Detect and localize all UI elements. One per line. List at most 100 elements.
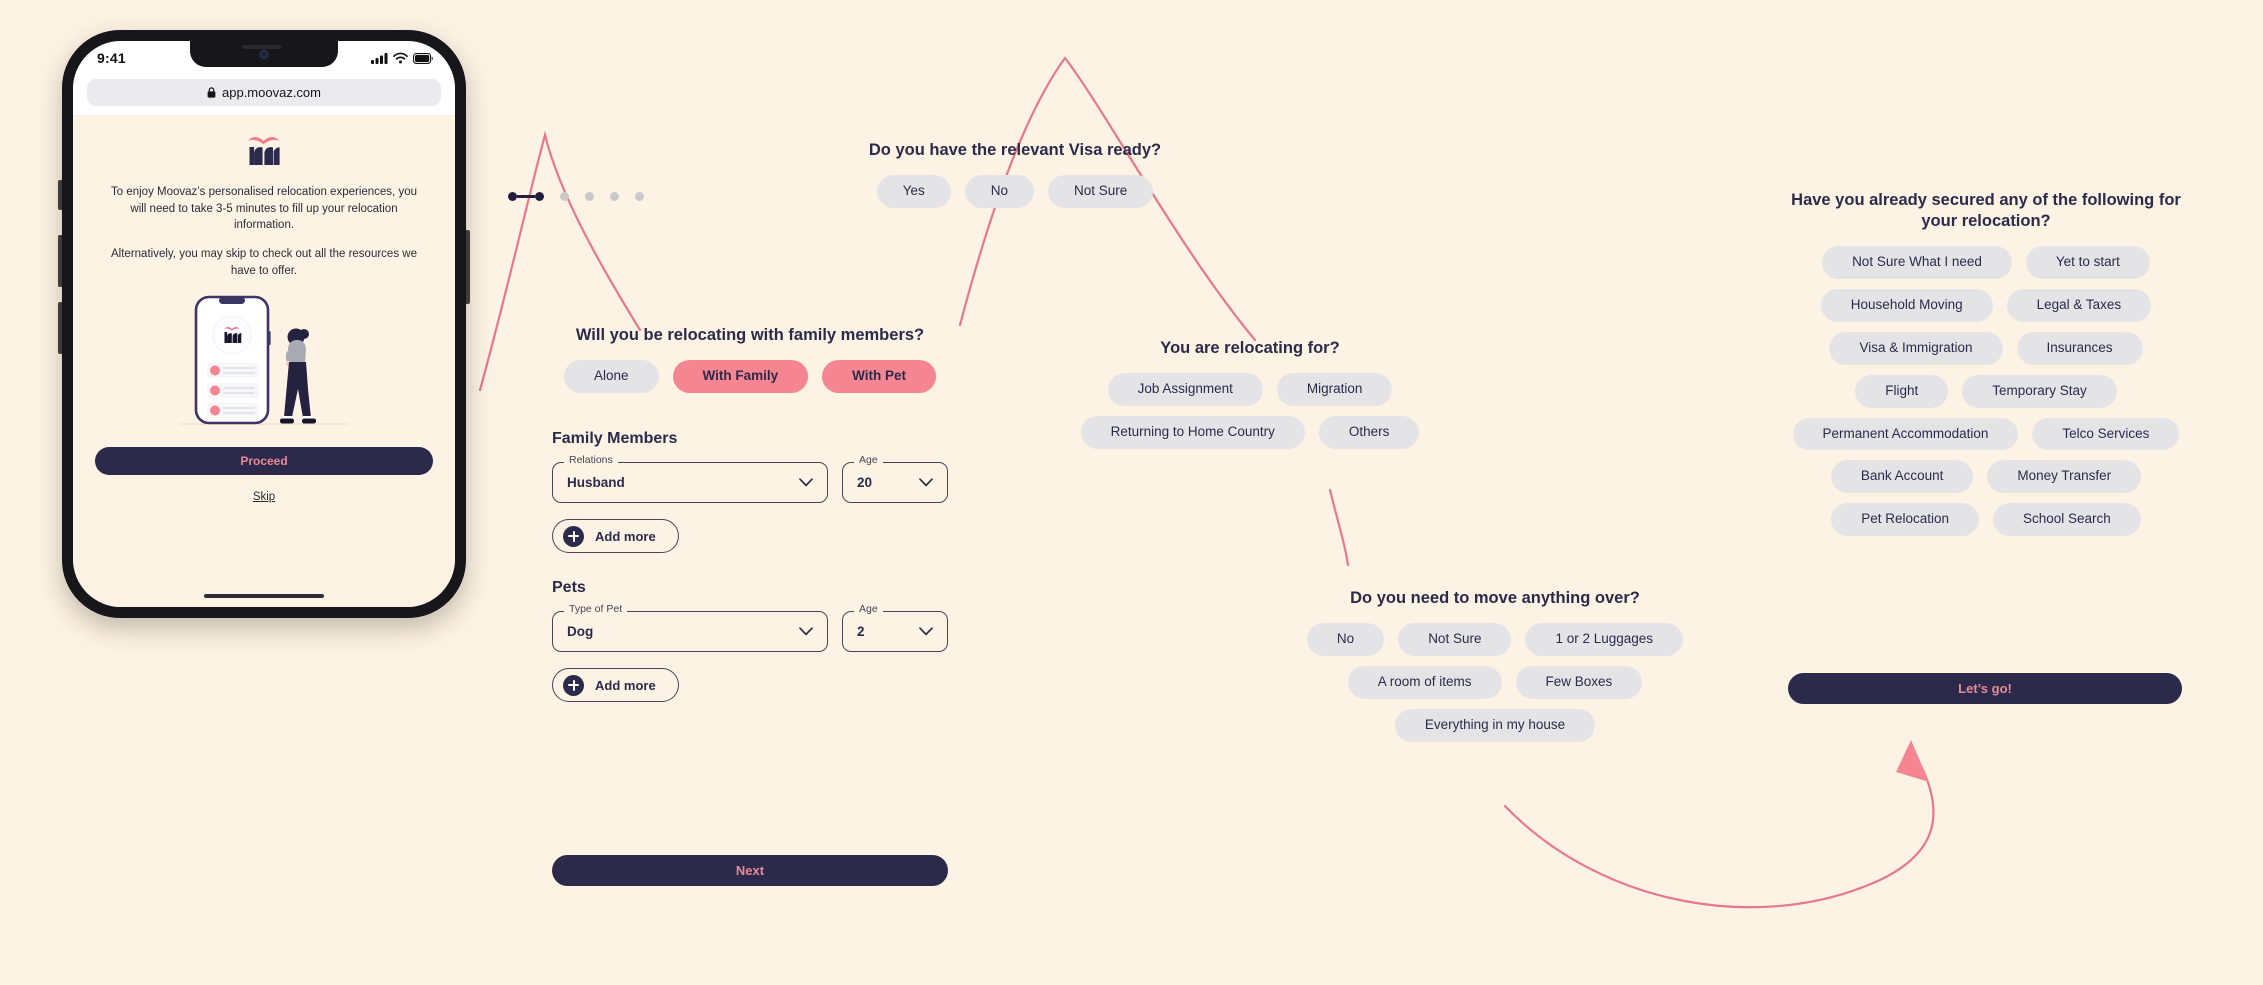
step-dot-3[interactable] [560,192,569,201]
chip-secured-yet-to-start[interactable]: Yet to start [2025,246,2150,280]
status-indicators [371,52,433,64]
chip-secured-bank-account[interactable]: Bank Account [1830,460,1974,494]
intro-paragraph-2: Alternatively, you may skip to check out… [111,248,417,277]
phone-power-button [466,230,470,304]
family-age-value: 20 [857,475,873,490]
step-connector [517,195,535,198]
chip-secured-telco-services[interactable]: Telco Services [2032,417,2180,451]
step-dot-4[interactable] [585,192,594,201]
question-secured-title: Have you already secured any of the foll… [1791,191,2181,231]
earpiece-speaker-icon [242,45,282,49]
pet-row: Type of Pet Dog Age 2 [552,604,948,652]
lets-go-button-container: Let’s go! [1788,673,2182,704]
step-indicator [508,192,644,201]
chevron-down-icon [919,627,933,636]
phone-mockup: 9:41 [58,30,470,620]
chip-move-not-sure[interactable]: Not Sure [1398,623,1512,656]
question-move-title: Do you need to move anything over? [1350,589,1640,607]
chip-purpose-job-assignment[interactable]: Job Assignment [1107,373,1263,406]
question-move-options: No Not Sure 1 or 2 Luggages A room of it… [1300,623,1690,742]
question-secured: Have you already secured any of the foll… [1790,190,2182,537]
chip-secured-permanent-accommodation[interactable]: Permanent Accommodation [1792,417,2019,451]
onboarding-illustration [174,291,354,433]
chip-move-few-boxes[interactable]: Few Boxes [1515,665,1643,699]
chip-visa-no[interactable]: No [964,175,1034,208]
chip-move-luggages[interactable]: 1 or 2 Luggages [1525,623,1684,656]
phone-volume-up-button [58,235,62,287]
phone-page-content: To enjoy Moovaz’s personalised relocatio… [73,115,455,607]
address-bar[interactable]: app.moovaz.com [87,79,441,106]
next-button[interactable]: Next [552,855,948,886]
question-secured-options: Not Sure What I need Yet to start Househ… [1790,246,2182,537]
chip-secured-visa-immigration[interactable]: Visa & Immigration [1829,331,2003,365]
chip-visa-yes[interactable]: Yes [876,175,951,208]
relations-value: Husband [567,475,625,490]
chip-family-with-pet[interactable]: With Pet [822,360,937,393]
family-member-row: Relations Husband Age 20 [552,455,948,503]
step-dot-6[interactable] [635,192,644,201]
chip-secured-school-search[interactable]: School Search [1993,503,2141,537]
question-family: Will you be relocating with family membe… [552,325,948,393]
cellular-bars-icon [371,53,388,64]
chip-purpose-others[interactable]: Others [1318,415,1420,449]
relations-label: Relations [564,455,618,466]
phone-notch [190,41,338,67]
chip-move-no[interactable]: No [1306,623,1385,656]
chip-secured-pet-relocation[interactable]: Pet Relocation [1831,503,1979,537]
question-visa-title: Do you have the relevant Visa ready? [868,141,1162,159]
chip-secured-insurances[interactable]: Insurances [2016,331,2143,365]
family-and-pets-form: Family Members Relations Husband Age 20 … [552,430,948,702]
wifi-icon [393,52,408,64]
status-time: 9:41 [97,50,126,66]
chip-family-alone[interactable]: Alone [563,360,659,393]
lets-go-button[interactable]: Let’s go! [1788,673,2182,704]
pet-age-select[interactable]: Age 2 [842,604,948,652]
type-of-pet-value: Dog [567,624,594,639]
question-purpose: You are relocating for? Job Assignment M… [1065,338,1435,449]
question-family-title: Will you be relocating with family membe… [575,326,925,344]
pet-age-value: 2 [857,624,865,639]
family-age-select[interactable]: Age 20 [842,455,948,503]
add-more-family-label: Add more [595,528,656,544]
phone-body: 9:41 [58,30,470,618]
plus-icon [563,674,584,696]
question-move: Do you need to move anything over? No No… [1300,588,1690,742]
chip-visa-not-sure[interactable]: Not Sure [1048,175,1154,208]
step-dot-5[interactable] [610,192,619,201]
phone-volume-down-button [58,302,62,354]
chip-purpose-returning-home[interactable]: Returning to Home Country [1080,415,1305,449]
chip-purpose-migration[interactable]: Migration [1276,373,1393,406]
chip-secured-money-transfer[interactable]: Money Transfer [1987,460,2142,494]
phone-mute-switch [58,180,62,210]
chip-move-room-of-items[interactable]: A room of items [1347,665,1502,699]
pets-section-title: Pets [552,579,586,596]
step-dot-1[interactable] [508,192,517,201]
battery-icon [413,52,433,64]
question-visa: Do you have the relevant Visa ready? Yes… [820,140,1210,208]
add-more-pet-button[interactable]: Add more [552,668,679,702]
chip-move-everything[interactable]: Everything in my house [1394,708,1596,742]
skip-link[interactable]: Skip [252,491,276,504]
add-more-family-member-button[interactable]: Add more [552,519,679,553]
plus-icon [563,525,584,547]
relations-select[interactable]: Relations Husband [552,455,828,503]
step-dot-2[interactable] [535,192,544,201]
lock-icon [207,87,216,98]
chip-secured-not-sure[interactable]: Not Sure What I need [1822,246,2012,280]
chip-secured-flight[interactable]: Flight [1855,374,1949,408]
phone-screen: 9:41 [73,41,455,607]
question-family-options: Alone With Family With Pet [552,360,948,393]
intro-paragraph-1: To enjoy Moovaz’s personalised relocatio… [111,186,417,232]
chip-secured-household-moving[interactable]: Household Moving [1820,289,1993,322]
chip-secured-legal-taxes[interactable]: Legal & Taxes [2006,289,2152,322]
chevron-down-icon [799,478,813,487]
add-more-pet-label: Add more [595,677,656,693]
chip-secured-temporary-stay[interactable]: Temporary Stay [1962,374,2117,408]
family-age-label: Age [854,455,883,466]
front-camera-icon [259,50,269,59]
type-of-pet-select[interactable]: Type of Pet Dog [552,604,828,652]
moovaz-logo-icon [241,133,287,172]
chip-family-with-family[interactable]: With Family [672,360,809,393]
proceed-button[interactable]: Proceed [95,447,433,476]
